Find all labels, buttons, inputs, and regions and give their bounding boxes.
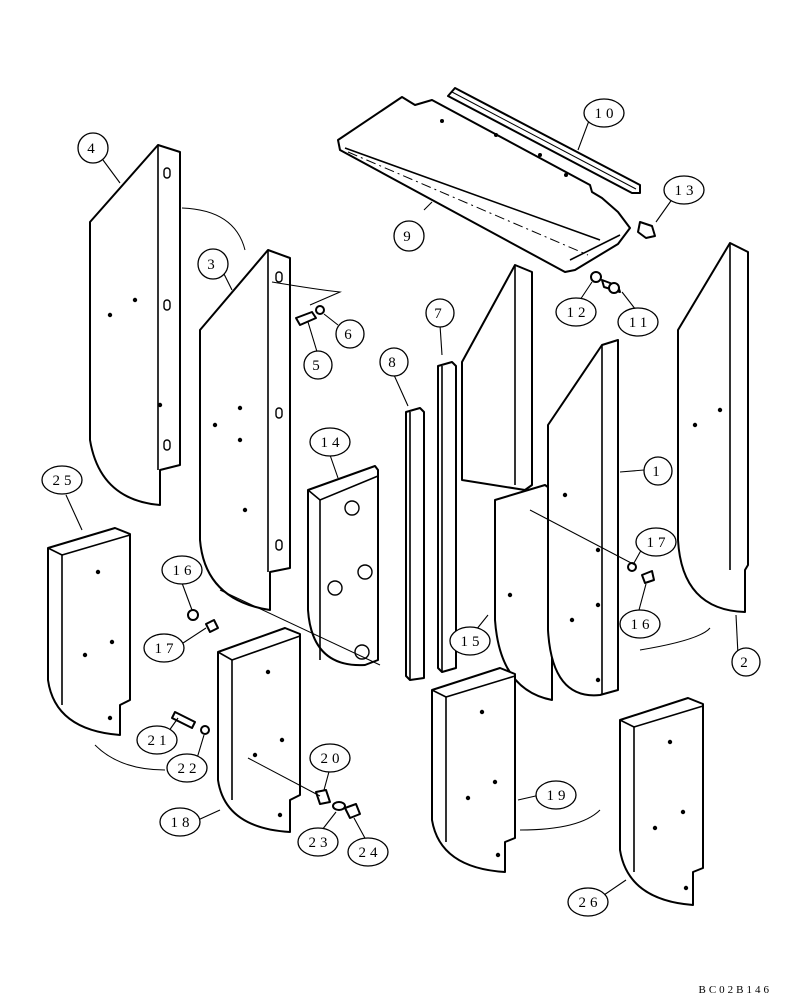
svg-text:16: 16 <box>631 617 654 633</box>
callout-16-left: 16 <box>161 555 203 585</box>
callout-20: 20 <box>309 743 351 773</box>
callout-18: 18 <box>159 807 201 837</box>
hardware-5-6 <box>295 305 325 326</box>
callout-7: 7 <box>425 298 455 328</box>
svg-text:2: 2 <box>740 655 752 671</box>
part-14-shield <box>494 484 553 701</box>
svg-text:23: 23 <box>309 835 332 851</box>
svg-text:15: 15 <box>461 634 484 650</box>
callout-26: 26 <box>567 887 609 917</box>
part-7-seal <box>437 361 457 673</box>
svg-text:25: 25 <box>53 473 76 489</box>
part-25-block <box>47 527 131 736</box>
part-9-top-cover <box>337 96 631 273</box>
part-1-shield <box>547 339 619 697</box>
svg-text:1: 1 <box>652 464 664 480</box>
svg-text:16: 16 <box>173 563 196 579</box>
part-8-seal <box>405 407 425 681</box>
callout-24: 23 <box>297 827 339 857</box>
callout-23: 24 <box>347 837 389 867</box>
svg-text:13: 13 <box>675 183 698 199</box>
svg-text:6: 6 <box>344 327 356 343</box>
part-background-shield <box>461 264 533 491</box>
hardware-16-17-right <box>627 562 655 584</box>
callout-21: 21 <box>136 725 178 755</box>
callout-3: 3 <box>197 248 229 280</box>
svg-text:18: 18 <box>171 815 194 831</box>
part-15-foam-block <box>307 465 379 667</box>
part-3-shield <box>199 249 291 611</box>
assembly-paths <box>94 207 711 831</box>
svg-text:3: 3 <box>207 257 219 273</box>
callout-17-left: 17 <box>143 633 185 663</box>
part-18-block <box>217 627 301 833</box>
leader-lines <box>65 117 739 896</box>
callout-12: 12 <box>555 297 597 327</box>
callout-13: 13 <box>663 175 705 205</box>
drawing-code: BC02B146 <box>698 984 772 996</box>
svg-text:24: 24 <box>359 845 382 861</box>
svg-text:22: 22 <box>178 761 201 777</box>
svg-text:17: 17 <box>647 535 670 551</box>
callout-2: 2 <box>731 647 761 677</box>
svg-text:20: 20 <box>321 751 344 767</box>
callout-6: 6 <box>335 319 365 349</box>
callout-9: 9 <box>393 220 425 252</box>
hardware-16-17-left <box>187 609 219 633</box>
callout-8: 8 <box>379 347 409 377</box>
callouts: 4 3 9 10 13 12 11 5 6 7 8 14 1 25 17 16 … <box>41 98 761 917</box>
svg-text:11: 11 <box>629 315 651 331</box>
callout-17-right: 17 <box>635 527 677 557</box>
svg-text:19: 19 <box>547 788 570 804</box>
part-4-shield <box>89 144 181 506</box>
callout-14: 15 <box>449 626 491 656</box>
svg-text:21: 21 <box>148 733 171 749</box>
callout-5: 5 <box>303 350 333 380</box>
callout-16-right: 16 <box>619 609 661 639</box>
callout-19: 19 <box>535 780 577 810</box>
callout-15: 14 <box>309 427 351 457</box>
hardware-20-24-23 <box>315 789 361 819</box>
part-26-block <box>619 697 704 906</box>
part-2-shield <box>677 242 749 613</box>
svg-text:9: 9 <box>403 229 415 245</box>
part-19-block <box>431 667 516 873</box>
svg-text:5: 5 <box>312 358 324 374</box>
callout-11: 11 <box>617 307 659 337</box>
svg-text:17: 17 <box>155 641 178 657</box>
callout-1: 1 <box>643 456 673 486</box>
svg-text:14: 14 <box>321 435 344 451</box>
callout-25: 25 <box>41 465 83 495</box>
hardware-21-22 <box>171 711 210 735</box>
part-10-strip <box>447 87 641 194</box>
callout-10: 10 <box>583 98 625 128</box>
callout-22: 22 <box>166 753 208 783</box>
svg-text:4: 4 <box>87 141 99 157</box>
svg-text:12: 12 <box>567 305 590 321</box>
svg-text:7: 7 <box>434 306 446 322</box>
svg-text:8: 8 <box>388 355 400 371</box>
svg-text:26: 26 <box>579 895 602 911</box>
svg-text:10: 10 <box>595 106 618 122</box>
callout-4: 4 <box>77 132 109 164</box>
hardware-11-12-13 <box>590 221 656 294</box>
